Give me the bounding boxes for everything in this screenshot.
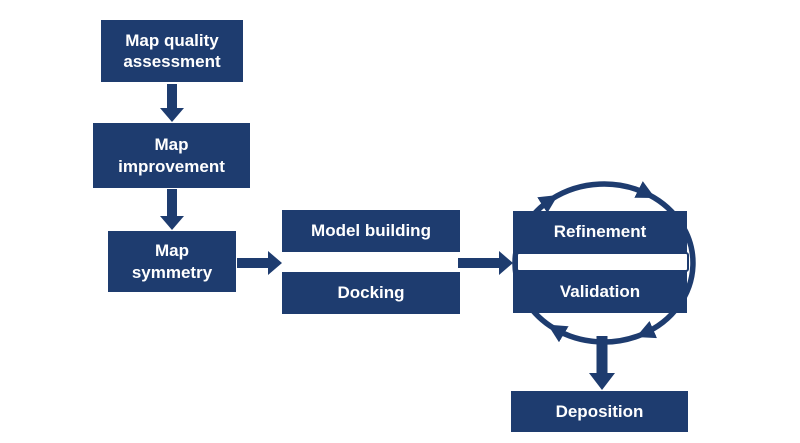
node-deposition: Deposition: [511, 391, 688, 432]
node-model-building: Model building: [282, 210, 460, 252]
node-docking: Docking: [282, 272, 460, 314]
node-validation: Validation: [513, 271, 687, 313]
cycle-arrow-arc-top: [550, 181, 656, 202]
cycle-divider-box: [516, 252, 689, 272]
node-map-symmetry: Map symmetry: [108, 231, 236, 292]
node-refinement: Refinement: [513, 211, 687, 253]
arrow-quality-to-improvement: [160, 84, 184, 122]
node-map-quality-assessment: Map quality assessment: [101, 20, 243, 82]
arrow-cycle-to-deposition: [589, 336, 615, 390]
arrow-symmetry-to-building: [237, 251, 282, 275]
node-map-improvement: Map improvement: [93, 123, 250, 188]
arrow-improvement-to-symmetry: [160, 189, 184, 230]
cycle-arrow-arc-right: [636, 192, 696, 339]
arrow-building-to-refinement: [458, 251, 513, 275]
